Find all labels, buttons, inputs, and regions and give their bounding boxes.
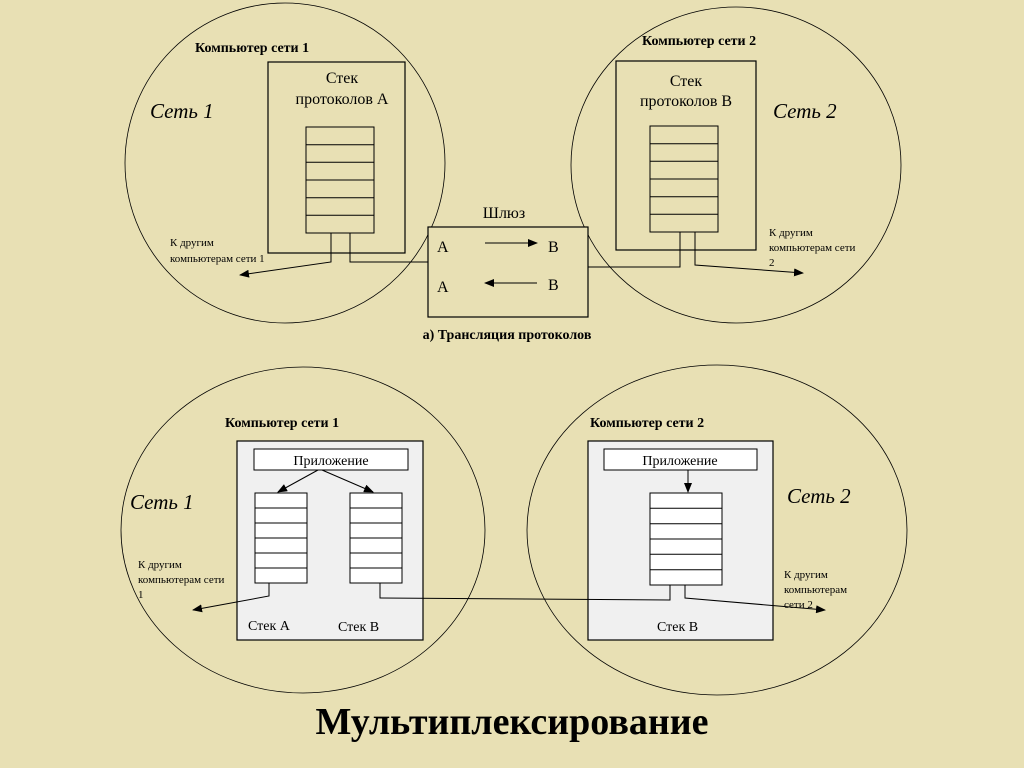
network2-circle-bottom (526, 364, 908, 696)
computer2-title-bottom: Компьютер сети 2 (590, 416, 704, 431)
stack-a-links (239, 233, 428, 278)
stack-b-label-bottom: Стек В (338, 620, 379, 635)
to-others-net2-bottom-line1: К другим (784, 569, 828, 581)
computer2-title: Компьютер сети 2 (642, 34, 756, 49)
computer2-box (615, 60, 757, 251)
network1-label-bottom: Сеть 1 (130, 490, 194, 514)
to-others-net2-bottom-line3: сети 2 (784, 599, 813, 611)
computer1-title-bottom: Компьютер сети 1 (225, 416, 339, 431)
computer1-title: Компьютер сети 1 (195, 41, 309, 56)
slide-title: Мультиплексирование (315, 701, 709, 743)
gateway-a-top: А (437, 239, 449, 256)
stack-a-to-net1-link (192, 583, 270, 613)
protocol-stack-a (305, 126, 375, 234)
to-others-net1-line1: К другим (170, 237, 214, 249)
to-others-net1-bottom-line3: 1 (138, 589, 144, 601)
bottom-diagram: Сеть 1 Сеть 2 Компьютер сети 1 Компьютер… (120, 364, 908, 696)
stack-a-label-bottom: Стек А (248, 619, 291, 634)
protocol-stack-a-bottom (254, 492, 308, 584)
stack-b-title-line1: Стек (670, 73, 703, 90)
stack-b-label-bottom-2: Стек В (657, 620, 698, 635)
gateway-b-bottom: В (548, 277, 559, 294)
network1-circle-bottom (120, 366, 486, 694)
network1-circle (124, 2, 446, 324)
network2-label-bottom: Сеть 2 (787, 484, 851, 508)
top-caption: а) Трансляция протоколов (423, 328, 592, 343)
network2-label: Сеть 2 (773, 99, 837, 123)
app-to-stack-b-arrow (321, 469, 374, 493)
protocol-stack-b-bottom (349, 492, 403, 584)
stack-b-to-stack-b2-link (379, 583, 671, 601)
to-others-net1-bottom-line1: К другим (138, 559, 182, 571)
gateway-label: Шлюз (483, 205, 525, 222)
to-others-net1-bottom-line2: компьютерам сети (138, 574, 225, 586)
to-others-net2-bottom-line2: компьютерам (784, 584, 847, 596)
gateway-box (427, 226, 589, 318)
to-others-net1-line2: компьютерам сети 1 (170, 253, 265, 265)
stack-a-title-line2: протоколов А (296, 91, 389, 108)
stack-a-title-line1: Стек (326, 70, 359, 87)
network2-circle (570, 6, 902, 324)
application-box-1 (253, 448, 409, 471)
stack-b-title-line2: протоколов В (640, 93, 732, 110)
application-box-2 (603, 448, 758, 471)
computer1-box (267, 61, 406, 254)
stack-b-links (588, 232, 804, 277)
application-label-2: Приложение (642, 454, 717, 469)
app-to-stack-a-arrow (277, 469, 319, 493)
protocol-stack-b (649, 125, 719, 233)
to-others-net2-line2: компьютерам сети (769, 242, 856, 254)
network1-label: Сеть 1 (150, 99, 214, 123)
gateway-a-bottom: А (437, 279, 449, 296)
to-others-net2-line1: К другим (769, 227, 813, 239)
protocol-stack-b2-bottom (649, 492, 723, 586)
stack-b2-to-net2-link (684, 585, 826, 614)
to-others-net2-line3: 2 (769, 257, 775, 269)
gateway-b-top: В (548, 239, 559, 256)
top-diagram: Сеть 1 Сеть 2 Компьютер сети 1 Компьютер… (124, 2, 902, 343)
application-label-1: Приложение (293, 454, 368, 469)
